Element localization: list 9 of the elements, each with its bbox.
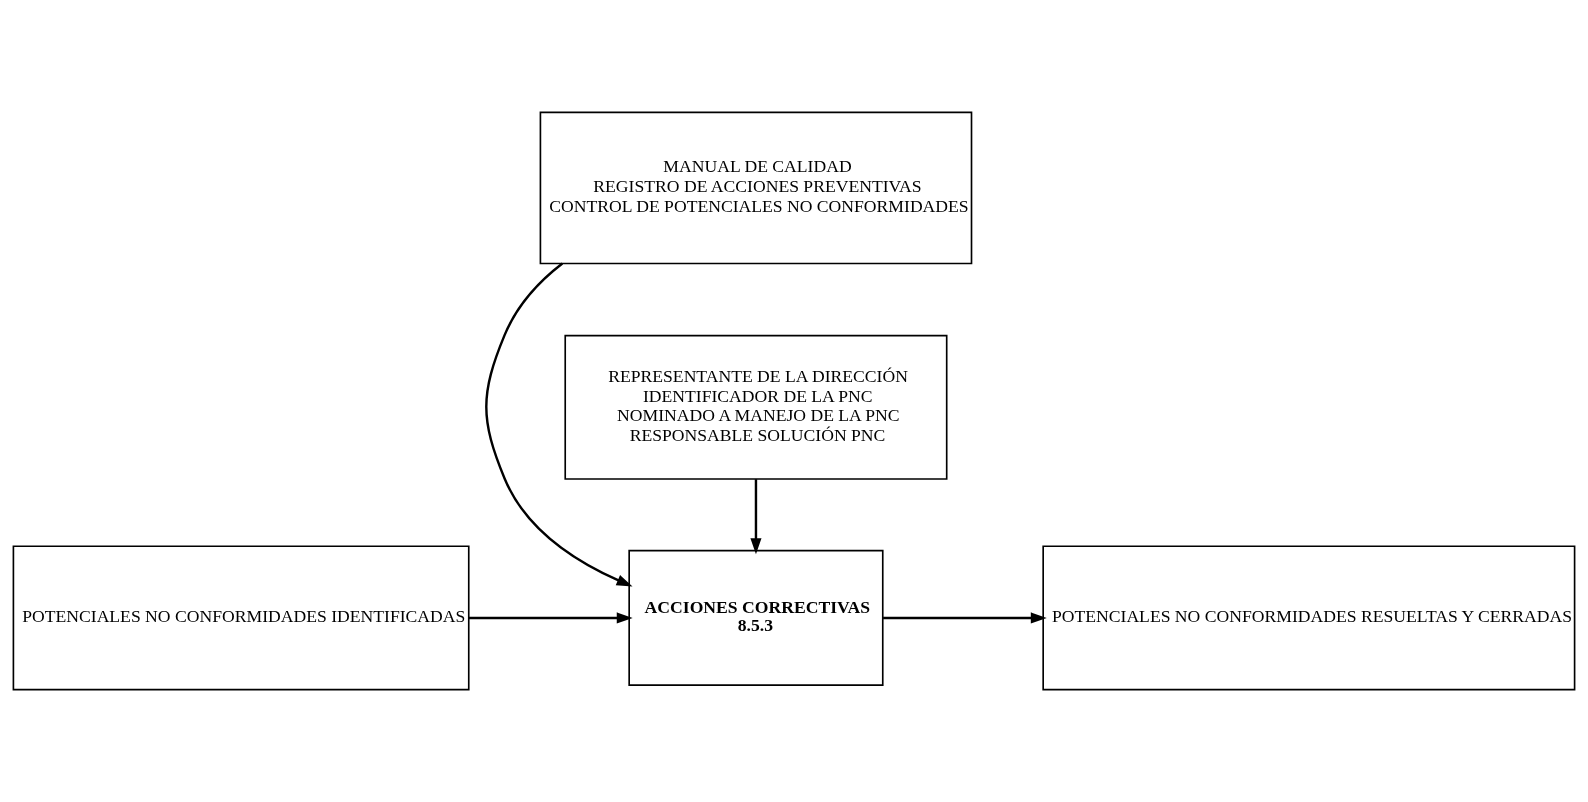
- node-box: ACCIONES CORRECTIVAS 8.5.3: [628, 549, 884, 686]
- node-box: POTENCIALES NO CONFORMIDADES IDENTIFICADAS: [12, 545, 470, 691]
- arrow: [883, 612, 1047, 624]
- arrow: [485, 262, 633, 587]
- node-box: POTENCIALES NO CONFORMIDADES RESUELTAS Y CERRADAS: [1042, 545, 1576, 691]
- node-box: MANUAL DE CALIDAD REGISTRO DE ACCIONES PREVENTIVAS CONTROL DE POTENCIALES NO CONFORMIDADES: [539, 111, 973, 265]
- arrow: [750, 479, 762, 555]
- arrow: [468, 612, 633, 624]
- node-box: REPRESENTANTE DE LA DIRECCIÓN IDENTIFICADOR DE LA PNC NOMINADO A MANEJO DE LA PNC RESPONSABLE SOLUCIÓN PNC: [564, 334, 948, 480]
